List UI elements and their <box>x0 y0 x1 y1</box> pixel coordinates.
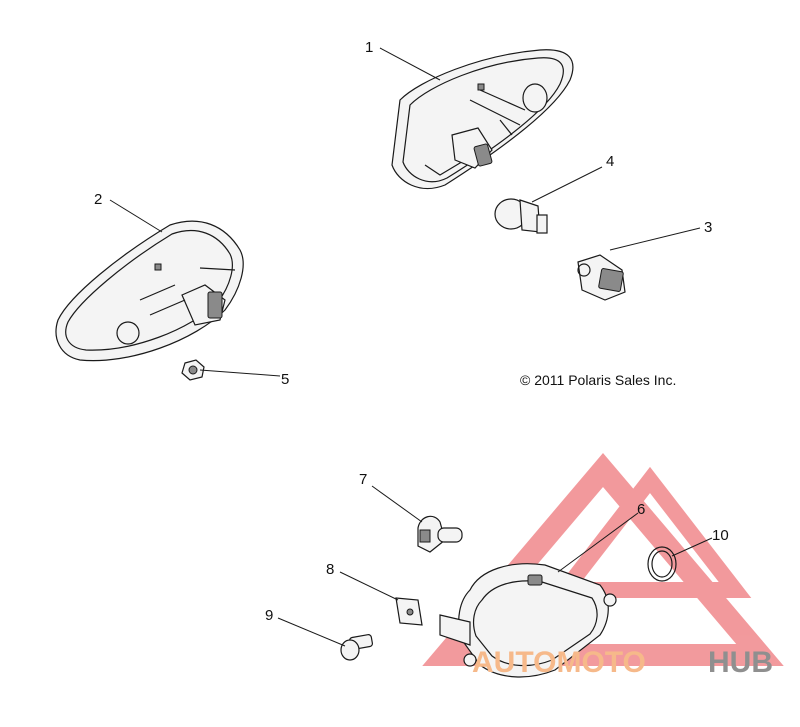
headlight-housing <box>439 563 617 678</box>
callout-labels: 1 2 3 4 5 6 7 8 9 10 <box>94 39 729 624</box>
callout-10: 10 <box>712 527 729 544</box>
callout-6: 6 <box>637 501 645 518</box>
leader-lines <box>109 47 713 647</box>
headlight-bulb <box>417 515 463 553</box>
bulb-socket <box>577 254 626 301</box>
nut <box>181 359 205 381</box>
callout-3: 3 <box>704 219 712 236</box>
taillight-housing-left <box>55 220 244 362</box>
callout-8: 8 <box>326 561 334 578</box>
callout-7: 7 <box>359 471 367 488</box>
callout-5: 5 <box>281 371 289 388</box>
bulb <box>494 198 548 234</box>
screw <box>340 634 373 661</box>
watermark-text: AUTOMOTO HUB <box>472 646 773 679</box>
bracket-clip <box>395 597 423 626</box>
copyright-notice: © 2011 Polaris Sales Inc. <box>520 372 676 388</box>
o-ring <box>647 546 677 582</box>
callout-1: 1 <box>365 39 373 56</box>
callout-4: 4 <box>606 153 614 170</box>
taillight-housing-upper <box>391 49 574 190</box>
callout-9: 9 <box>265 607 273 624</box>
watermark-text-automoto: AUTOMOTO <box>472 646 646 679</box>
watermark-text-hub: HUB <box>708 646 773 679</box>
callout-2: 2 <box>94 191 102 208</box>
